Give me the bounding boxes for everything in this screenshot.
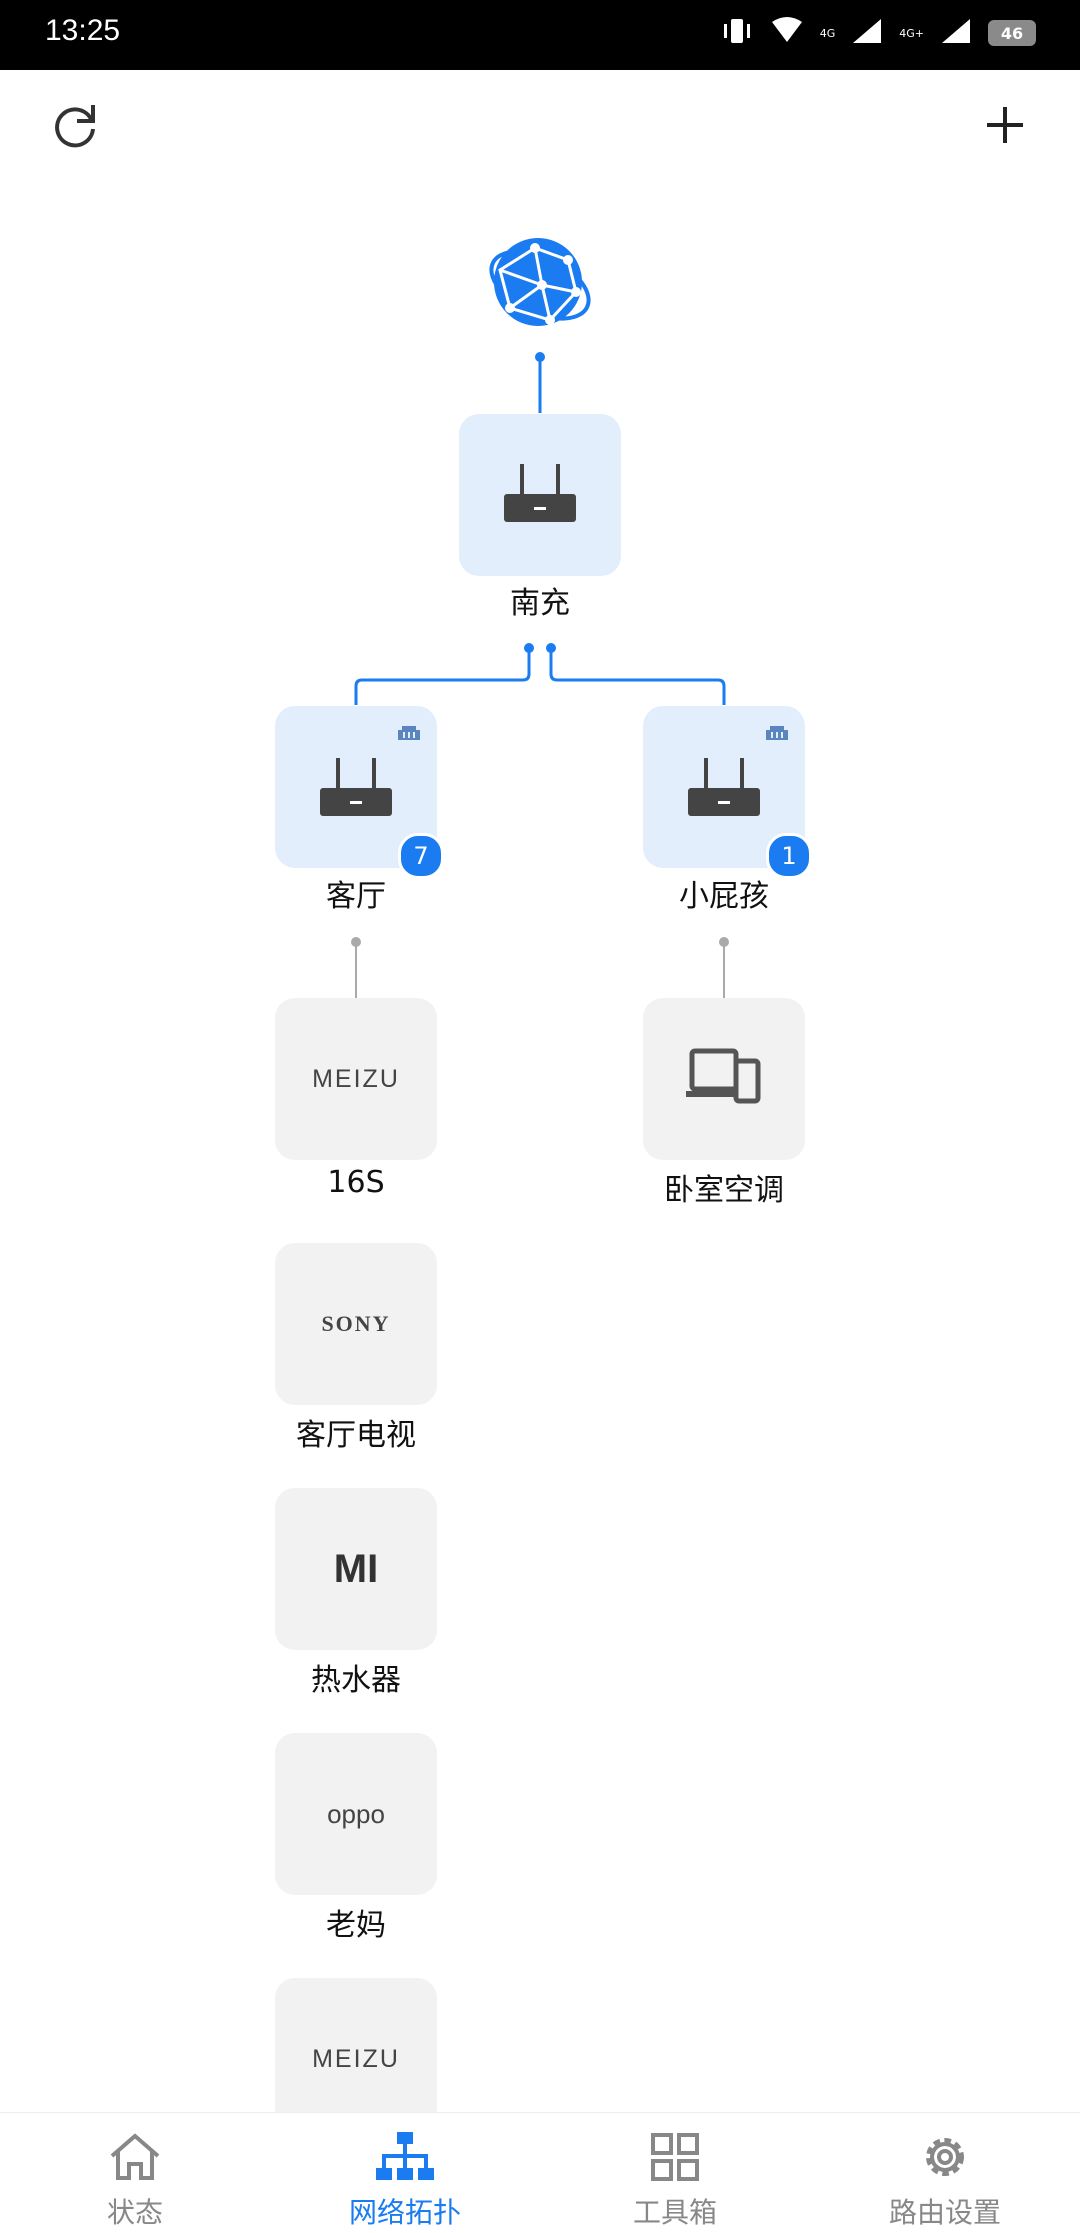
refresh-button[interactable]: [40, 92, 110, 162]
home-icon: [108, 2129, 162, 2185]
sub-router-label: 客厅: [326, 879, 386, 914]
device-label: 16S: [327, 1165, 385, 1200]
grid-icon: [651, 2129, 699, 2185]
nav-label: 路由设置: [888, 2196, 1001, 2229]
device-tile[interactable]: MI: [275, 1488, 437, 1650]
nav-status[interactable]: 状态: [0, 2113, 270, 2233]
device-label: 老妈: [326, 1908, 386, 1943]
signal-icon: [940, 17, 972, 49]
net1-label: 4G: [819, 26, 836, 40]
nav-label: 状态: [106, 2196, 163, 2229]
nav-router-settings[interactable]: 路由设置: [810, 2113, 1080, 2233]
internet-node[interactable]: [480, 230, 600, 340]
device-icon: [686, 1047, 762, 1111]
status-time: 13:25: [45, 14, 121, 47]
router-tile[interactable]: [459, 414, 621, 576]
device-label: 卧室空调: [664, 1173, 784, 1208]
globe-icon: [480, 238, 600, 344]
vibrate-icon: [720, 16, 754, 50]
meizu-logo: MEIZU: [312, 1064, 400, 1093]
device-tile[interactable]: SONY: [275, 1243, 437, 1405]
device-count-badge: 7: [398, 833, 444, 879]
device-count-badge: 1: [766, 833, 812, 879]
ethernet-icon: [764, 722, 790, 746]
plus-icon: [983, 103, 1027, 151]
battery-indicator: 46: [988, 20, 1036, 46]
main-router-label: 南充: [510, 586, 570, 621]
oppo-logo: oppo: [327, 1798, 385, 1829]
refresh-icon: [47, 97, 103, 157]
nav-label: 网络拓扑: [348, 2196, 461, 2229]
sub-router-label: 小屁孩: [679, 879, 769, 914]
router-icon: [504, 464, 576, 530]
gear-icon: [919, 2129, 971, 2185]
sony-logo: SONY: [321, 1311, 391, 1336]
top-bar: [0, 70, 1080, 190]
router-icon: [688, 758, 760, 824]
wifi-icon: [770, 16, 804, 50]
status-icons: 4G 4G+ 46: [720, 16, 1036, 50]
mi-logo: MI: [333, 1546, 379, 1591]
signal-icon: [851, 17, 883, 49]
device-tile[interactable]: MEIZU: [275, 998, 437, 1160]
device-tile[interactable]: [643, 998, 805, 1160]
device-label: 热水器: [311, 1663, 401, 1698]
topology-icon: [376, 2129, 434, 2185]
status-bar: 13:25 4G 4G+ 46: [0, 0, 1080, 70]
nav-label: 工具箱: [632, 2196, 717, 2229]
router-icon: [320, 758, 392, 824]
device-label: 客厅电视: [296, 1418, 416, 1453]
nav-topology[interactable]: 网络拓扑: [270, 2113, 540, 2233]
add-button[interactable]: [970, 92, 1040, 162]
nav-toolbox[interactable]: 工具箱: [540, 2113, 810, 2233]
ethernet-icon: [396, 722, 422, 746]
meizu-logo: MEIZU: [312, 2044, 400, 2073]
bottom-nav: 状态 网络拓扑 工具箱 路由设置: [0, 2112, 1080, 2233]
net2-label: 4G+: [899, 26, 924, 40]
device-tile[interactable]: oppo: [275, 1733, 437, 1895]
